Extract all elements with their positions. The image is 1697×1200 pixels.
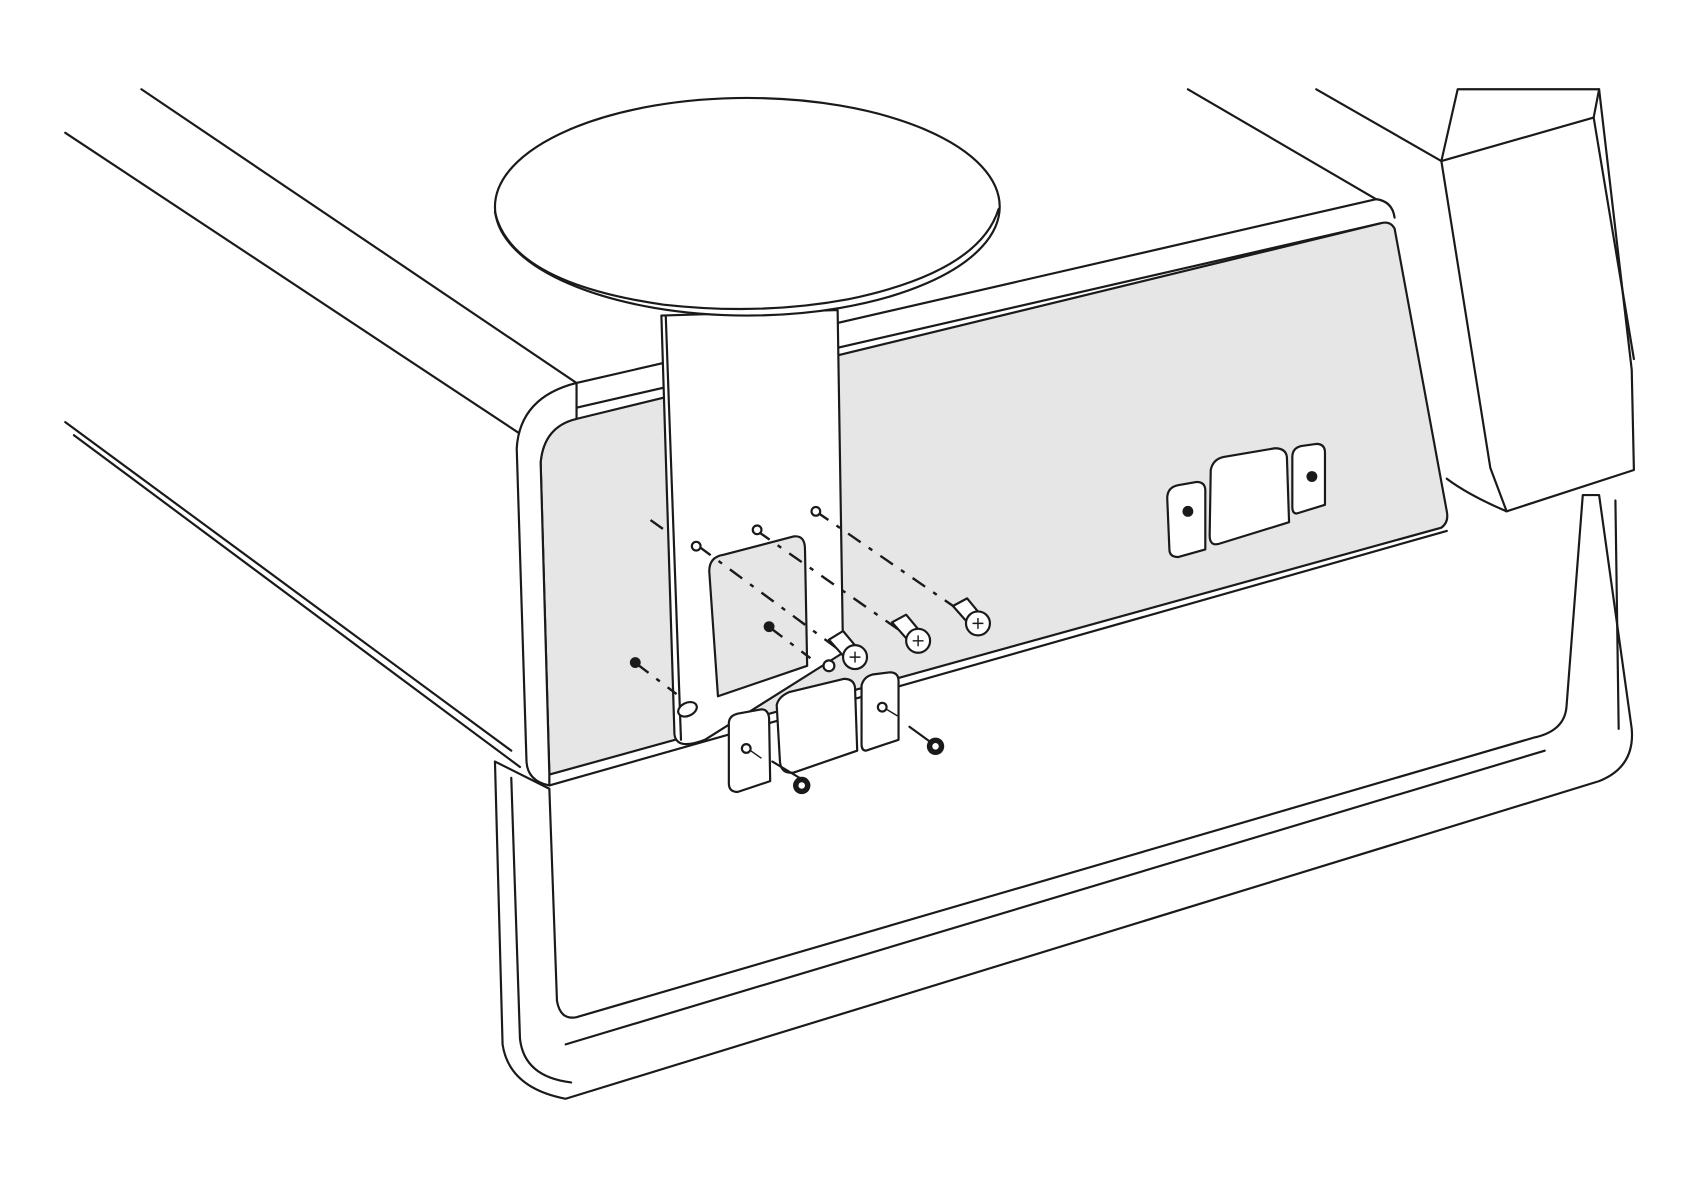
leg-frame	[493, 493, 1634, 1100]
wood-screw-icon	[890, 613, 932, 654]
wood-screw-icon	[827, 629, 869, 671]
hinge-installed	[1166, 442, 1327, 559]
screw-holes	[629, 505, 836, 718]
hinge-front	[727, 671, 945, 795]
panel-rounded-edge	[515, 381, 578, 787]
assembly-guide-lines	[635, 510, 975, 696]
wood-screw-icon	[951, 597, 992, 637]
wood-screws	[827, 597, 992, 671]
right-cabinet	[1186, 88, 1635, 513]
bracket-plate	[708, 535, 809, 698]
